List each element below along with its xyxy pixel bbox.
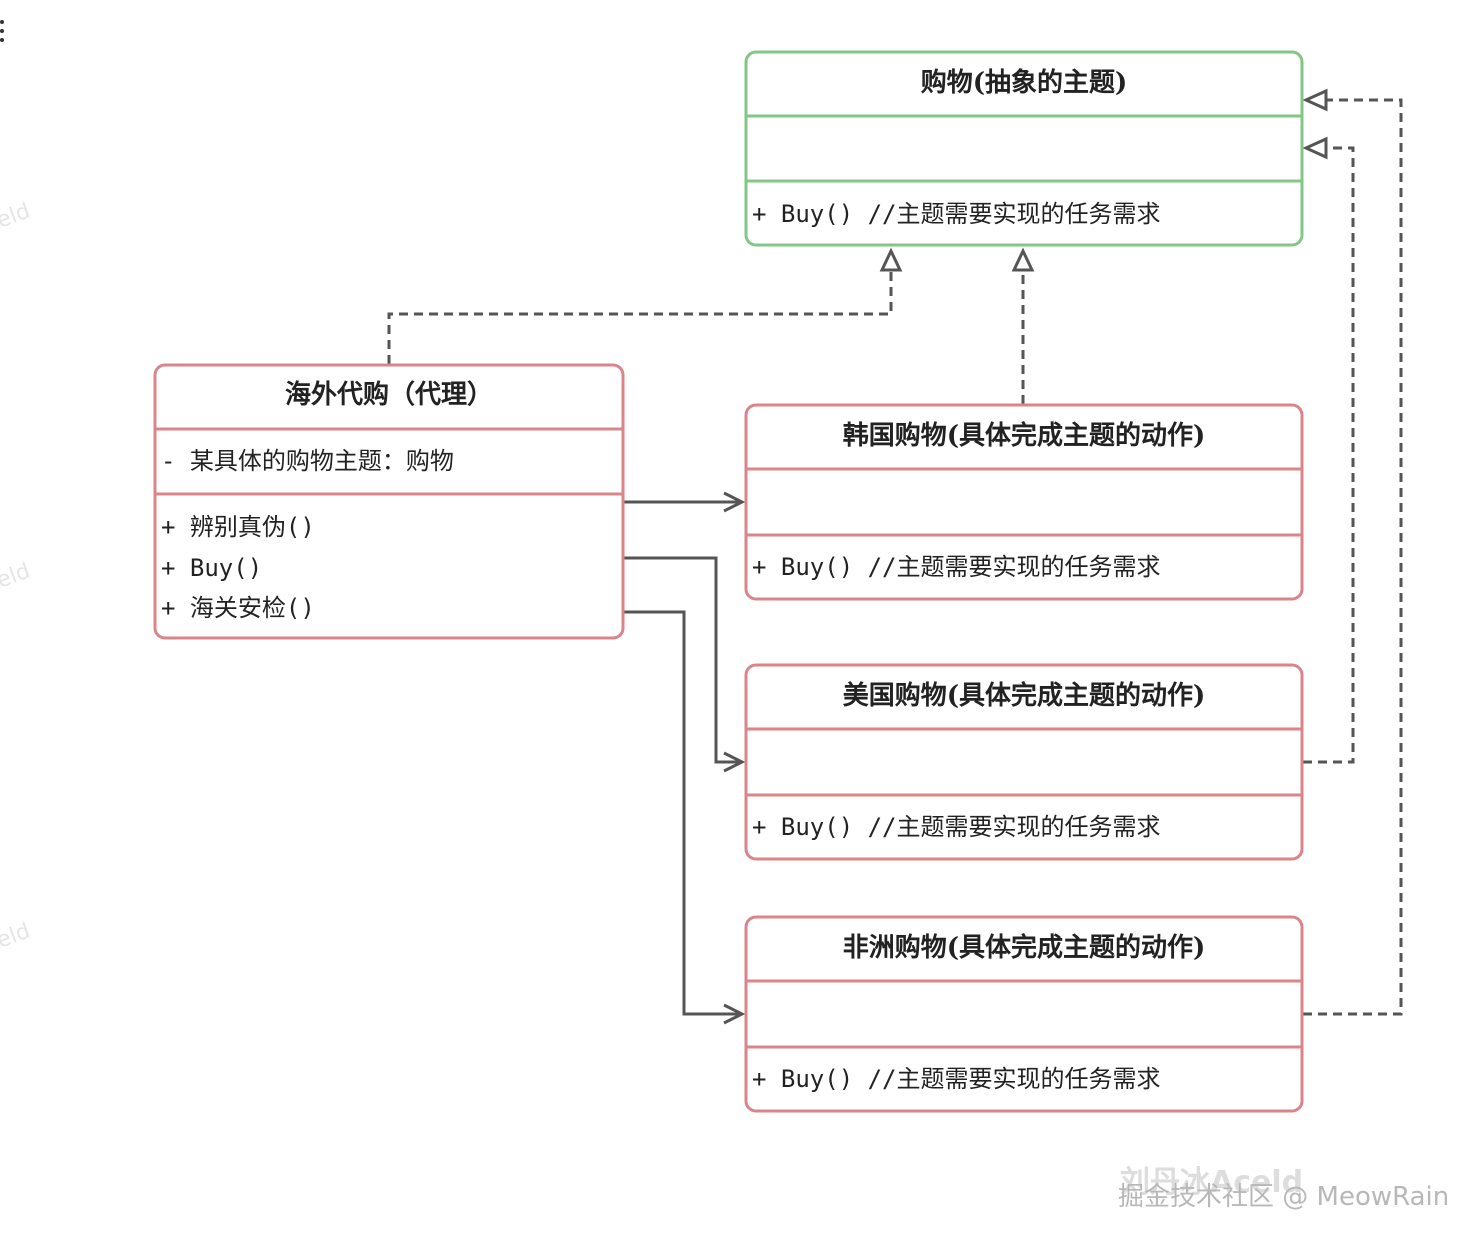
edge-usa-to-shopping [1303,146,1355,764]
watermark-ghost: 刘丹冰Aceld [1120,1165,1303,1200]
class-shopping[interactable]: 购物(抽象的主题) + Buy() //主题需要实现的任务需求 [744,50,1304,247]
class-korea-method-1: + Buy() //主题需要实现的任务需求 [752,553,1161,581]
class-usa[interactable]: 美国购物(具体完成主题的动作) + Buy() //主题需要实现的任务需求 [744,663,1304,861]
class-proxy-title: 海外代购（代理） [285,380,493,410]
class-usa-title: 美国购物(具体完成主题的动作) [843,680,1206,711]
arrowhead-africa-to-shopping [1302,88,1328,112]
class-africa-title: 非洲购物(具体完成主题的动作) [843,932,1206,963]
class-shopping-title: 购物(抽象的主题) [921,67,1128,98]
edge-proxy-to-usa [624,556,742,764]
class-africa-frame [744,915,1304,1113]
class-proxy-frame [153,363,625,640]
edge-proxy-to-africa [624,610,742,1016]
arrowhead-proxy-to-africa [723,1003,746,1025]
class-korea[interactable]: 韩国购物(具体完成主题的动作) + Buy() //主题需要实现的任务需求 [744,403,1304,601]
class-proxy-method-2: + Buy() [161,554,262,582]
class-proxy-method-3: + 海关安检() [161,594,315,622]
class-proxy[interactable]: 海外代购（代理） - 某具体的购物主题：购物 + 辨别真伪() + Buy() … [153,363,625,640]
arrowhead-proxy-to-usa [723,751,746,773]
watermark-side-3: eld [0,919,34,954]
arrowhead-proxy-to-korea [723,491,746,513]
edge-proxy-to-shopping [387,270,893,364]
watermark-side-2: eld [0,559,34,594]
watermark-side-1: eld [0,199,34,234]
edge-africa-to-shopping [1303,98,1403,1016]
class-shopping-method-1: + Buy() //主题需要实现的任务需求 [752,200,1161,228]
vertical-dots-icon[interactable] [0,20,8,50]
class-usa-method-1: + Buy() //主题需要实现的任务需求 [752,813,1161,841]
arrowhead-proxy-to-shopping [879,247,903,272]
class-korea-title: 韩国购物(具体完成主题的动作) [843,420,1206,451]
class-africa[interactable]: 非洲购物(具体完成主题的动作) + Buy() //主题需要实现的任务需求 [744,915,1304,1113]
class-usa-frame [744,663,1304,861]
watermark-main: 掘金技术社区 @ MeowRain [1118,1182,1449,1212]
class-proxy-method-1: + 辨别真伪() [161,513,315,541]
arrowhead-usa-to-shopping [1302,136,1328,160]
arrowhead-korea-to-shopping [1011,247,1035,272]
class-korea-frame [744,403,1304,601]
class-shopping-frame [744,50,1304,247]
class-proxy-attribute-1: - 某具体的购物主题：购物 [161,447,454,475]
class-africa-method-1: + Buy() //主题需要实现的任务需求 [752,1065,1161,1093]
